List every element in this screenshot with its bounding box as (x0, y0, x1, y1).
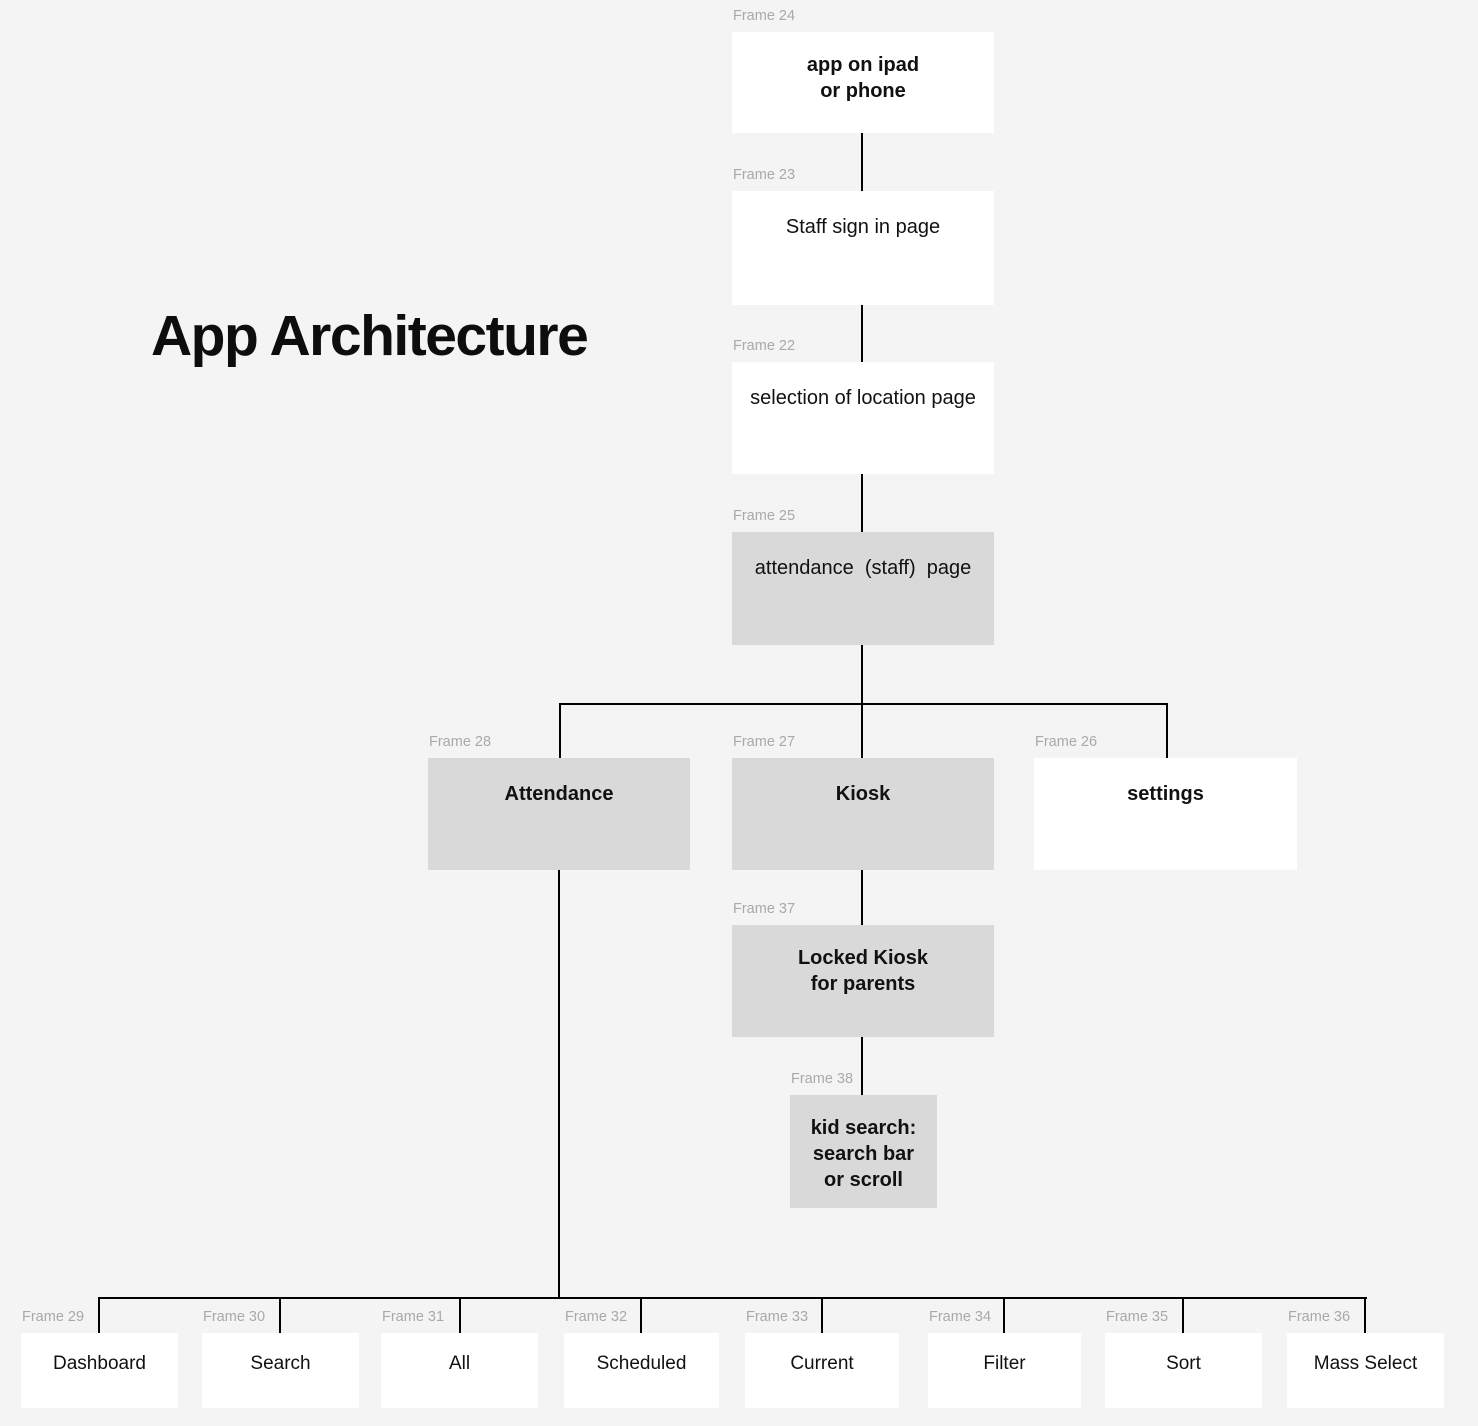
node-text-settings: settings (1034, 758, 1297, 870)
node-frame-34[interactable]: Frame 34 Filter (928, 1309, 1081, 1408)
frame-label[interactable]: Frame 37 (733, 901, 796, 917)
node-frame-26[interactable]: Frame 26 settings (1034, 734, 1297, 870)
frame-label[interactable]: Frame 22 (733, 338, 796, 354)
node-frame-38[interactable]: Frame 38 kid search: search bar or scrol… (790, 1071, 937, 1208)
node-frame-30[interactable]: Frame 30 Search (202, 1309, 359, 1408)
connector-drop-mass-select (1364, 1297, 1366, 1333)
connector-lockedkiosk-kidsearch (861, 1037, 863, 1095)
node-text-filter: Filter (928, 1333, 1081, 1408)
frame-label[interactable]: Frame 32 (565, 1309, 628, 1325)
node-frame-28[interactable]: Frame 28 Attendance (428, 734, 690, 870)
connector-branch-kiosk (861, 703, 863, 758)
node-text-staff-sign-in: Staff sign in page (732, 191, 994, 305)
connector-drop-scheduled (640, 1297, 642, 1333)
frame-label[interactable]: Frame 29 (22, 1309, 85, 1325)
connector-attendance-bottombranch (558, 870, 560, 1299)
node-frame-36[interactable]: Frame 36 Mass Select (1287, 1309, 1444, 1408)
connector-drop-search (279, 1297, 281, 1333)
connector-drop-current (821, 1297, 823, 1333)
frame-label[interactable]: Frame 25 (733, 508, 796, 524)
connector-drop-all (459, 1297, 461, 1333)
connector-drop-dashboard (98, 1297, 100, 1333)
page-title: App Architecture (151, 304, 589, 368)
frame-label[interactable]: Frame 28 (429, 734, 492, 750)
node-text-locked-kiosk: Locked Kiosk for parents (732, 925, 994, 1037)
connector-f23-f22 (861, 305, 863, 362)
node-frame-35[interactable]: Frame 35 Sort (1105, 1309, 1262, 1408)
node-frame-33[interactable]: Frame 33 Current (745, 1309, 899, 1408)
frame-label[interactable]: Frame 34 (929, 1309, 992, 1325)
node-text-selection-of-location: selection of location page (732, 362, 994, 474)
node-frame-25[interactable]: Frame 25 attendance (staff) page (732, 508, 994, 645)
connector-branch-attendance (559, 703, 561, 758)
connector-f25-branch (861, 645, 863, 705)
node-text-current: Current (745, 1333, 899, 1408)
node-text-mass-select: Mass Select (1287, 1333, 1444, 1408)
node-text-app-on-ipad: app on ipad or phone (732, 32, 994, 133)
connector-branch-bottom (99, 1297, 1367, 1299)
connector-f24-f23 (861, 133, 863, 191)
frame-label[interactable]: Frame 31 (382, 1309, 445, 1325)
node-text-kiosk: Kiosk (732, 758, 994, 870)
node-text-attendance: Attendance (428, 758, 690, 870)
frame-label[interactable]: Frame 38 (791, 1071, 854, 1087)
node-text-dashboard: Dashboard (21, 1333, 178, 1408)
node-frame-29[interactable]: Frame 29 Dashboard (21, 1309, 178, 1408)
frame-label[interactable]: Frame 36 (1288, 1309, 1351, 1325)
node-frame-24[interactable]: Frame 24 app on ipad or phone (732, 8, 994, 133)
frame-label[interactable]: Frame 35 (1106, 1309, 1169, 1325)
node-text-sort: Sort (1105, 1333, 1262, 1408)
node-frame-37[interactable]: Frame 37 Locked Kiosk for parents (732, 901, 994, 1037)
node-frame-31[interactable]: Frame 31 All (381, 1309, 538, 1408)
node-frame-22[interactable]: Frame 22 selection of location page (732, 338, 994, 474)
connector-f22-f25 (861, 474, 863, 532)
frame-label[interactable]: Frame 33 (746, 1309, 809, 1325)
connector-drop-sort (1182, 1297, 1184, 1333)
frame-label[interactable]: Frame 30 (203, 1309, 266, 1325)
node-text-kid-search: kid search: search bar or scroll (790, 1095, 937, 1208)
frame-label[interactable]: Frame 27 (733, 734, 796, 750)
node-text-scheduled: Scheduled (564, 1333, 719, 1408)
connector-kiosk-lockedkiosk (861, 870, 863, 925)
frame-label[interactable]: Frame 24 (733, 8, 796, 24)
node-frame-27[interactable]: Frame 27 Kiosk (732, 734, 994, 870)
connector-branch-settings (1166, 703, 1168, 758)
frame-label[interactable]: Frame 23 (733, 167, 796, 183)
node-frame-23[interactable]: Frame 23 Staff sign in page (732, 167, 994, 305)
node-text-search: Search (202, 1333, 359, 1408)
connector-branch-top (559, 703, 1168, 705)
node-text-attendance-staff-page: attendance (staff) page (732, 532, 994, 645)
frame-label[interactable]: Frame 26 (1035, 734, 1098, 750)
connector-drop-filter (1003, 1297, 1005, 1333)
node-text-all: All (381, 1333, 538, 1408)
node-frame-32[interactable]: Frame 32 Scheduled (564, 1309, 719, 1408)
